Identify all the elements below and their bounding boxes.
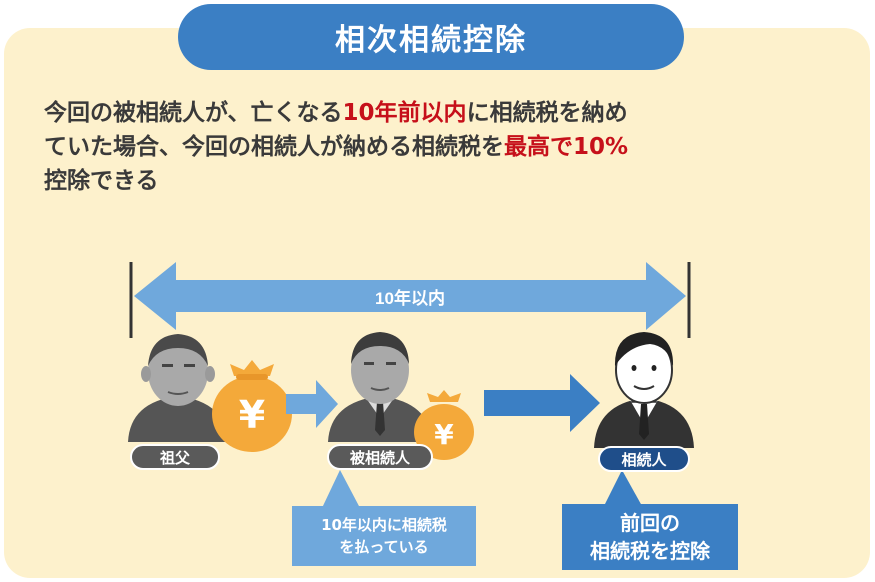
grandfather-tag: 祖父 [130, 444, 220, 470]
description-text: に相続税を納め [466, 100, 628, 126]
span-double-arrow-icon [134, 262, 686, 330]
decedent-callout: 10年以内に相続税 を払っている [292, 506, 476, 566]
yen-symbol: ¥ [434, 418, 454, 451]
arrow-right-icon [286, 380, 338, 428]
arrow-right-icon [484, 374, 600, 432]
decedent-person-icon [328, 332, 432, 442]
description: 今回の被相続人が、亡くなる10年前以内に相続税を納め ていた場合、今回の相続人が… [44, 96, 834, 198]
description-line-3: 控除できる [44, 168, 159, 194]
heir-person-icon [594, 332, 694, 448]
callout-text: を払っている [339, 538, 429, 556]
description-text: 今回の被相続人が、亡くなる [44, 100, 343, 126]
yen-symbol: ¥ [239, 393, 265, 437]
page-title: 相次相続控除 [178, 4, 684, 70]
grandfather-person-icon [128, 334, 228, 442]
heir-callout: 前回の 相続税を控除 [562, 504, 738, 570]
description-text: ていた場合、今回の相続人が納める相続税を [44, 134, 504, 160]
decedent-callout-pointer [322, 470, 360, 508]
heir-callout-pointer [604, 470, 642, 506]
callout-text: 相続税を控除 [590, 539, 710, 563]
money-bag-icon: ¥ [414, 390, 474, 460]
money-bag-icon: ¥ [212, 360, 292, 452]
decedent-tag: 被相続人 [327, 444, 433, 470]
callout-text: 前回の [620, 511, 680, 535]
description-line-2: ていた場合、今回の相続人が納める相続税を最高で10% [44, 130, 834, 164]
heir-tag: 相続人 [598, 446, 690, 472]
highlight-text: 最高で10% [504, 134, 629, 160]
highlight-text: 10年前以内 [342, 100, 467, 126]
description-line-1: 今回の被相続人が、亡くなる10年前以内に相続税を納め [44, 96, 834, 130]
callout-text: 10年以内に相続税 [321, 516, 447, 534]
span-label: 10年以内 [375, 288, 445, 308]
